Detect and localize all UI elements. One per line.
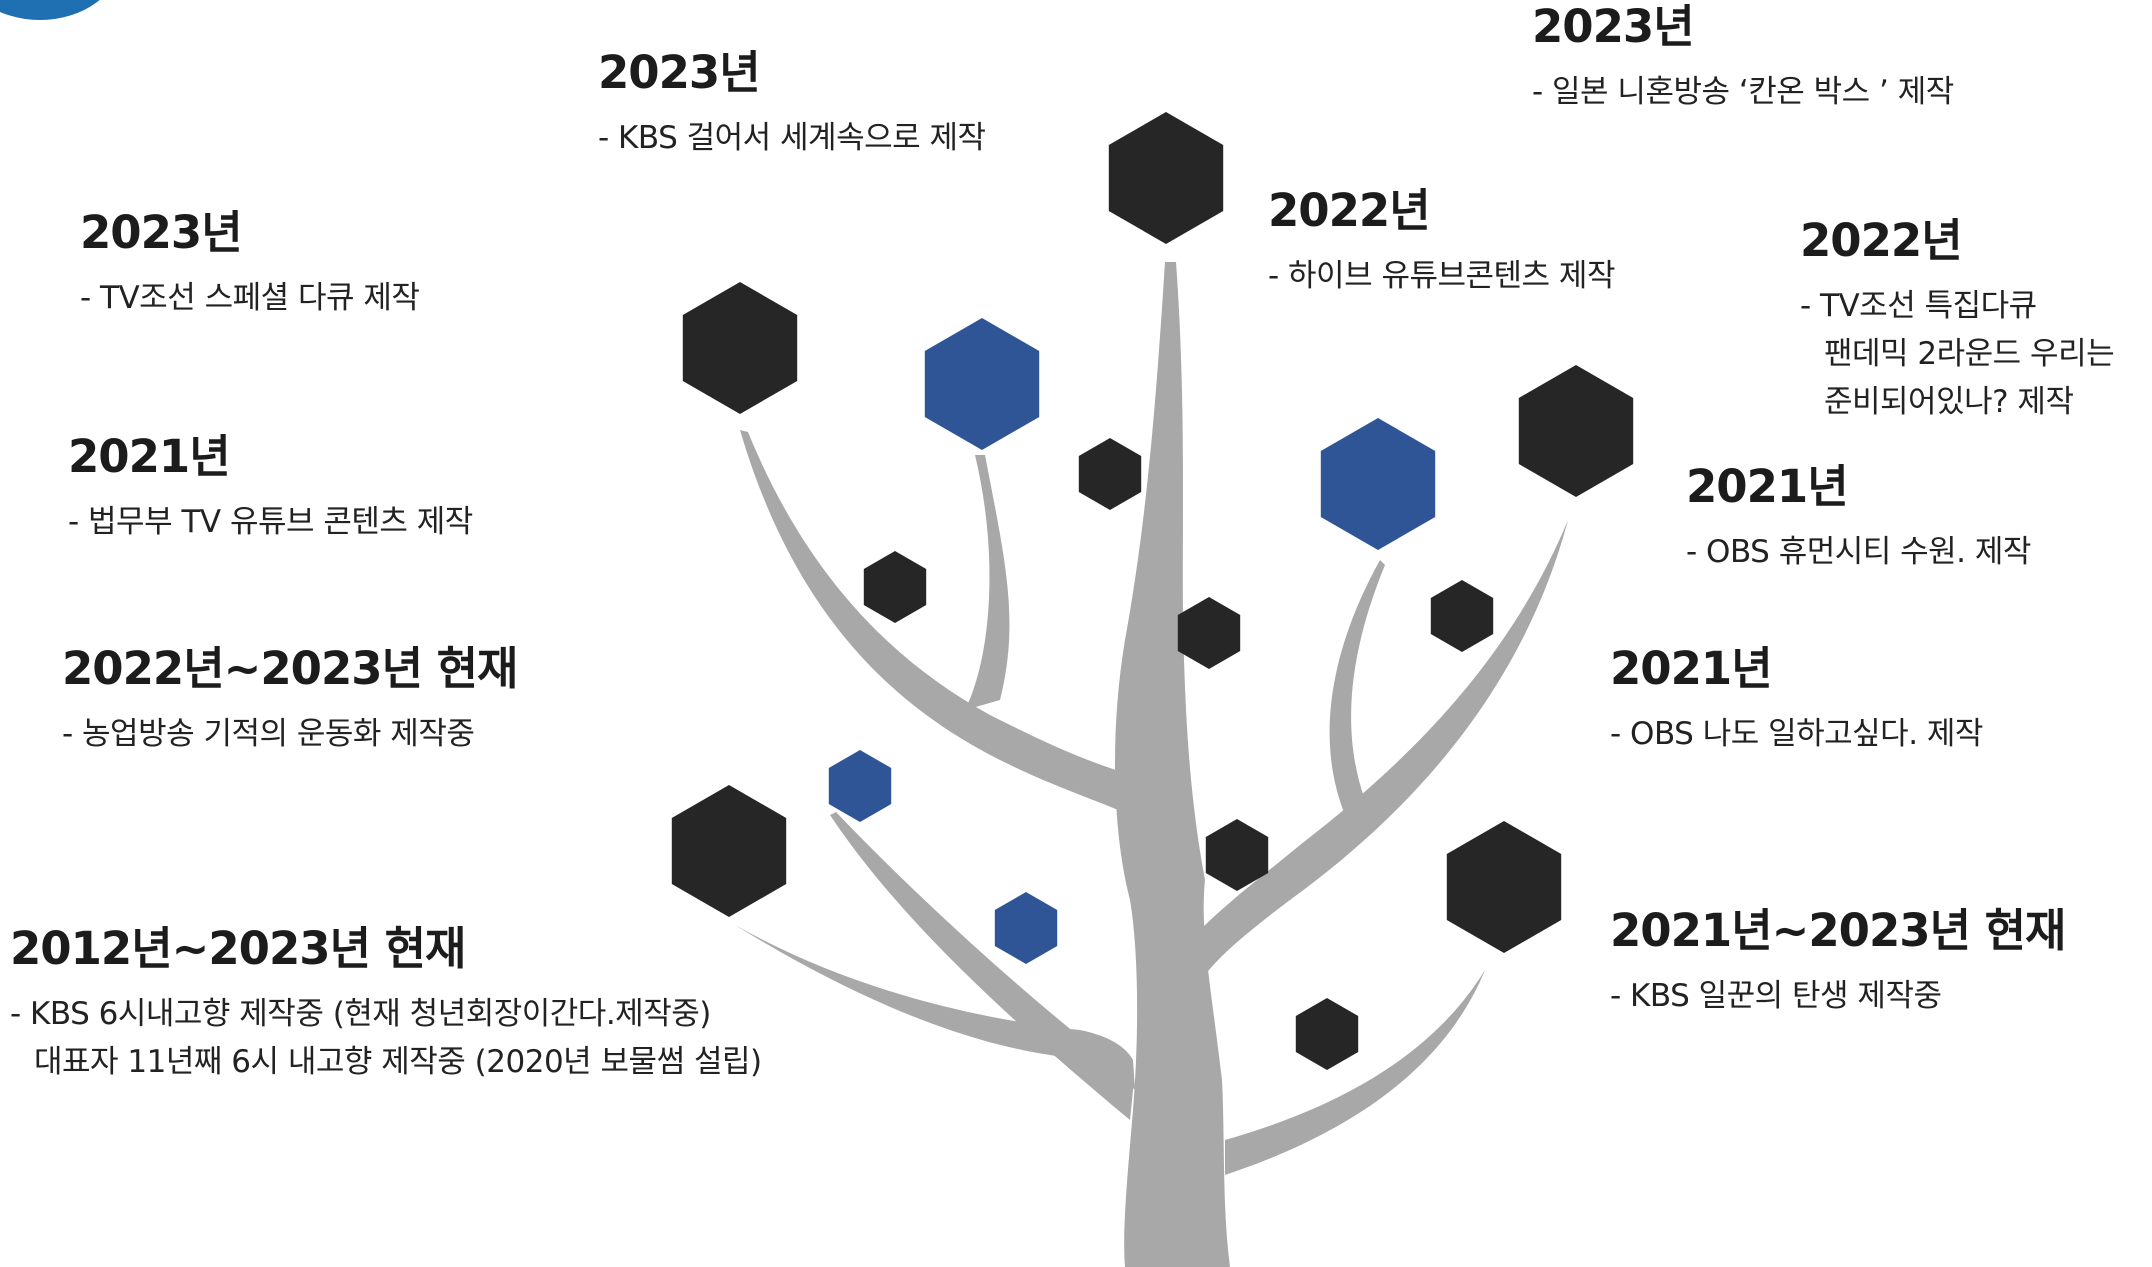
milestone-year: 2012년~2023년 현재 [10, 922, 466, 975]
milestone-year: 2023년 [1532, 0, 1695, 53]
tree-trunk [735, 262, 1568, 1267]
milestone-desc: - 법무부 TV 유튜브 콘텐츠 제작 [68, 504, 473, 540]
milestone-desc: 준비되어있나? 제작 [1824, 384, 2074, 420]
milestone-year: 2023년 [80, 206, 243, 259]
milestone-entry-2: 2023년 - 일본 니혼방송 ‘칸온 박스 ’ 제작 [1532, 0, 1954, 116]
branch-right-upper [1200, 520, 1568, 975]
milestone-entry-4: 2022년 - 하이브 유튜브콘텐츠 제작 [1268, 184, 1615, 300]
branch-right-twig [1329, 560, 1385, 815]
milestone-year: 2021년~2023년 현재 [1610, 904, 2066, 957]
blue-hexagon [924, 318, 1040, 450]
milestone-entry-6: 2021년 - 법무부 TV 유튜브 콘텐츠 제작 [68, 430, 473, 546]
trunk-main [1114, 262, 1230, 1267]
branch-left-upper [740, 430, 1118, 810]
milestone-year: 2022년~2023년 현재 [62, 642, 518, 695]
milestone-entry-5: 2022년 - TV조선 특집다큐 팬데믹 2라운드 우리는 준비되어있나? 제… [1800, 214, 2115, 426]
milestone-year: 2021년 [1686, 460, 1849, 513]
milestone-desc: - 하이브 유튜브콘텐츠 제작 [1268, 258, 1615, 294]
dark-hexagon [1518, 365, 1634, 497]
milestone-desc: - OBS 휴먼시티 수원. 제작 [1686, 534, 2031, 570]
dark-hexagon [1108, 112, 1224, 244]
milestone-entry-9: 2021년 - OBS 나도 일하고싶다. 제작 [1610, 642, 1983, 758]
milestone-entry-11: 2021년~2023년 현재 - KBS 일꾼의 탄생 제작중 [1610, 904, 2066, 1020]
dark-hexagon [1430, 580, 1494, 652]
dark-hexagon [1177, 597, 1241, 669]
milestone-desc: - 일본 니혼방송 ‘칸온 박스 ’ 제작 [1532, 74, 1954, 110]
dark-hexagon [1446, 821, 1562, 953]
milestone-entry-1: 2023년 - KBS 걸어서 세계속으로 제작 [598, 46, 986, 162]
milestone-desc: - KBS 일꾼의 탄생 제작중 [1610, 978, 1942, 1014]
milestone-desc: 대표자 11년째 6시 내고향 제작중 (2020년 보물썸 설립) [34, 1044, 762, 1080]
branch-left-bottom [735, 925, 1135, 1090]
dark-hexagon [1078, 438, 1142, 510]
milestone-entry-8: 2022년~2023년 현재 - 농업방송 기적의 운동화 제작중 [62, 642, 518, 758]
milestone-year: 2022년 [1268, 184, 1431, 237]
milestone-entry-3: 2023년 - TV조선 스페셜 다큐 제작 [80, 206, 420, 322]
milestone-desc: - KBS 6시내고향 제작중 (현재 청년회장이간다.제작중) [10, 996, 711, 1032]
dark-hexagon [1295, 998, 1359, 1070]
milestone-desc: 팬데믹 2라운드 우리는 [1824, 336, 2115, 372]
dark-hexagon [682, 282, 798, 414]
milestone-year: 2022년 [1800, 214, 1963, 267]
milestone-entry-10: 2012년~2023년 현재 - KBS 6시내고향 제작중 (현재 청년회장이… [10, 922, 762, 1086]
milestone-entry-7: 2021년 - OBS 휴먼시티 수원. 제작 [1686, 460, 2031, 576]
milestone-desc: - KBS 걸어서 세계속으로 제작 [598, 120, 986, 156]
milestone-year: 2021년 [68, 430, 231, 483]
milestone-desc: - OBS 나도 일하고싶다. 제작 [1610, 716, 1983, 752]
branch-right-lower [1225, 970, 1485, 1175]
blue-hexagon [994, 892, 1058, 964]
milestone-year: 2023년 [598, 46, 761, 99]
dark-hexagon [1205, 819, 1269, 891]
milestone-desc: - TV조선 스페셜 다큐 제작 [80, 280, 420, 316]
branch-twig-mid [965, 455, 1010, 710]
blue-hexagon [1320, 418, 1436, 550]
dark-hexagon [863, 551, 927, 623]
milestone-desc: - TV조선 특집다큐 [1800, 288, 2037, 324]
branch-left-lower [830, 812, 1134, 1120]
hexagon-markers [671, 112, 1634, 1070]
milestone-year: 2021년 [1610, 642, 1773, 695]
blue-hexagon [828, 750, 892, 822]
dark-hexagon [671, 785, 787, 917]
milestone-desc: - 농업방송 기적의 운동화 제작중 [62, 716, 475, 752]
